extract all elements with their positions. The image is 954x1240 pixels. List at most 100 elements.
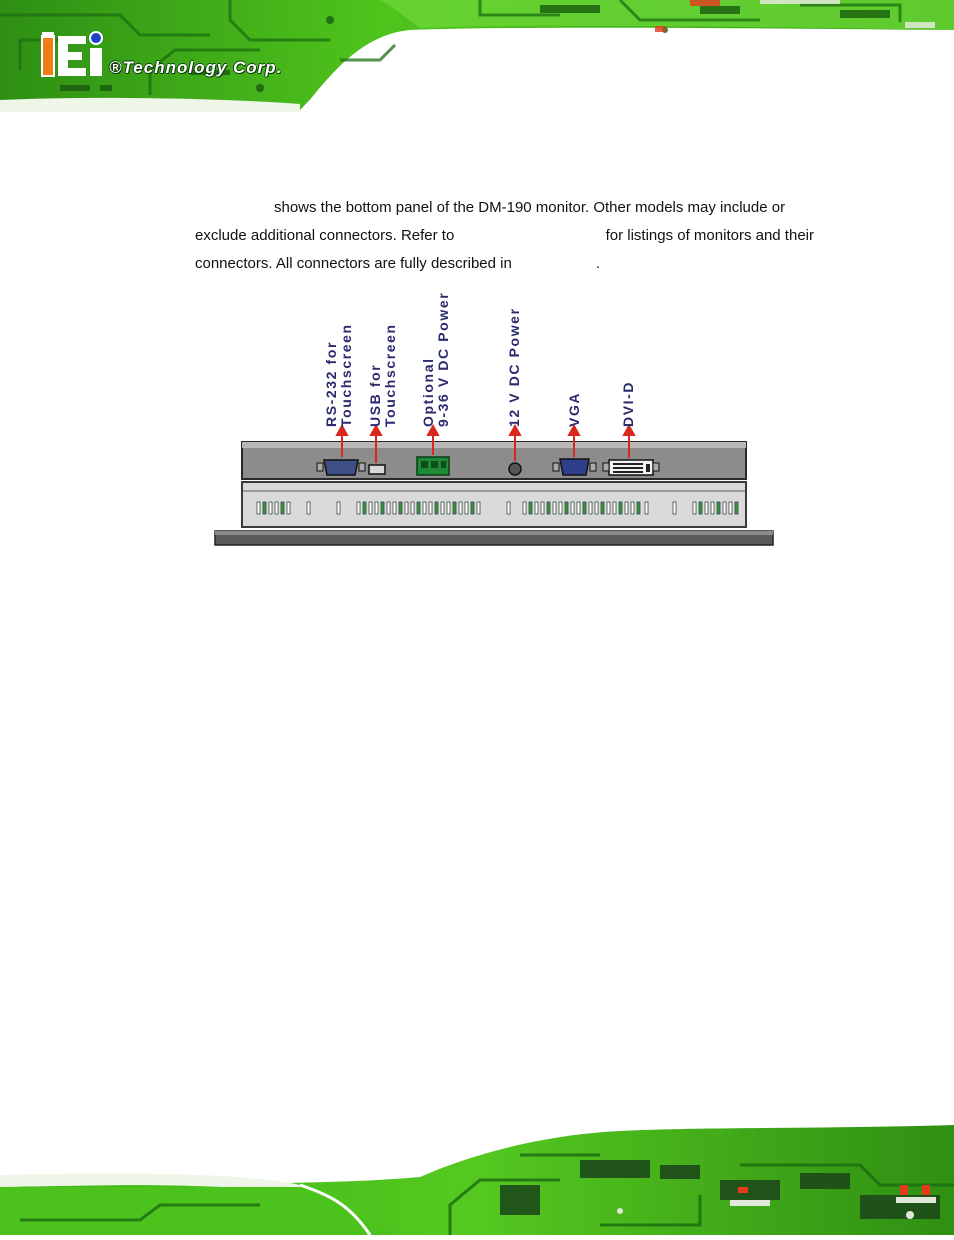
paragraph-line-1: shows the bottom panel of the DM-190 mon… [195, 194, 814, 222]
paragraph-text: for listings of monitors and their [605, 227, 814, 244]
paragraph-line-3: connectors. All connectors are fully des… [195, 250, 814, 278]
vent-slot [476, 501, 481, 515]
vent-slot [374, 501, 379, 515]
vent-slot [286, 501, 291, 515]
vent-slot [630, 501, 635, 515]
label-12v-power: 12 V DC Power [506, 307, 522, 427]
vga-connector [552, 458, 597, 476]
vent-slot [256, 501, 261, 515]
vent-slot [570, 501, 575, 515]
label-dvi: DVI-D [620, 380, 636, 427]
vent-slot [528, 501, 533, 515]
label-line: 12 V DC Power [506, 307, 522, 427]
vent-slot [274, 501, 279, 515]
vent-slot [336, 501, 341, 515]
vent-slot [262, 501, 267, 515]
vent-slot [710, 501, 715, 515]
vent-slot [558, 501, 563, 515]
label-line: VGA [566, 391, 582, 427]
header-banner: ®Technology Corp. [0, 0, 954, 115]
vent-slot [618, 501, 623, 515]
body-paragraph: shows the bottom panel of the DM-190 mon… [195, 194, 814, 278]
vent-slot [612, 501, 617, 515]
label-usb: USB for Touchscreen [367, 323, 398, 427]
label-line: RS-232 for [323, 340, 339, 427]
vent-slot [728, 501, 733, 515]
pcb-footer-graphic [0, 1125, 954, 1236]
paragraph-text: shows the bottom panel of the DM-190 mon… [274, 199, 786, 216]
vent-slot [464, 501, 469, 515]
paragraph-text: . [595, 255, 601, 272]
vent-slot [434, 501, 439, 515]
vent-slot [716, 501, 721, 515]
vent-slot [600, 501, 605, 515]
pcb-header-graphic [0, 0, 954, 113]
logo-wordmark: ®Technology Corp. [109, 58, 283, 77]
vent-slot [368, 501, 373, 515]
vent-slot [268, 501, 273, 515]
paragraph-text: exclude additional connectors. Refer to [195, 227, 455, 244]
label-line: USB for [367, 363, 383, 427]
monitor-bottom-panel-image [214, 423, 774, 546]
label-rs232: RS-232 for Touchscreen [323, 323, 354, 427]
vent-slot [422, 501, 427, 515]
vent-slot [576, 501, 581, 515]
vent-slot [546, 501, 551, 515]
vent-slot [540, 501, 545, 515]
vent-slot [552, 501, 557, 515]
vent-slot [428, 501, 433, 515]
vent-slot [470, 501, 475, 515]
vent-slot [564, 501, 569, 515]
vent-slot [624, 501, 629, 515]
vent-slot [416, 501, 421, 515]
vent-slot [440, 501, 445, 515]
vent-slot [452, 501, 457, 515]
vent-slot [588, 501, 593, 515]
label-line: Touchscreen [382, 323, 398, 427]
vent-slot [458, 501, 463, 515]
vent-slot [606, 501, 611, 515]
iei-logo: ®Technology Corp. [38, 30, 298, 85]
label-line: Optional [420, 357, 436, 427]
usb-connector [368, 464, 386, 475]
vent-slot [734, 501, 739, 515]
vent-slot [594, 501, 599, 515]
paragraph-line-2: exclude additional connectors. Refer to … [195, 222, 814, 250]
iei-logo-mark [41, 31, 103, 77]
vent-slot [636, 501, 641, 515]
vent-slot [692, 501, 697, 515]
vent-slot [672, 501, 677, 515]
terminal-block-connector [416, 456, 450, 476]
footer-banner [0, 1125, 954, 1236]
label-line: Touchscreen [338, 323, 354, 427]
vent-slot [522, 501, 527, 515]
vent-slot [698, 501, 703, 515]
vent-slot [362, 501, 367, 515]
vent-slot [280, 501, 285, 515]
vent-slot [356, 501, 361, 515]
vent-slot [392, 501, 397, 515]
vent-slot [410, 501, 415, 515]
dc-jack-connector [508, 462, 522, 476]
label-line: DVI-D [620, 380, 636, 427]
vent-slot [386, 501, 391, 515]
vent-slot [534, 501, 539, 515]
vent-slot [398, 501, 403, 515]
vent-slot [582, 501, 587, 515]
vent-slot [704, 501, 709, 515]
label-vga: VGA [566, 391, 582, 427]
vent-slot [722, 501, 727, 515]
paragraph-text: connectors. All connectors are fully des… [195, 255, 512, 272]
vent-slot [506, 501, 511, 515]
label-optional-power: Optional 9-36 V DC Power [420, 291, 451, 427]
dvi-connector [602, 459, 660, 476]
label-line: 9-36 V DC Power [435, 291, 451, 427]
vent-slot [446, 501, 451, 515]
vent-slot [306, 501, 311, 515]
callout-arrows [335, 423, 636, 463]
vent-slot [644, 501, 649, 515]
bottom-panel-figure: RS-232 for Touchscreen USB for Touchscre… [205, 291, 785, 555]
vent-slot [380, 501, 385, 515]
rs232-connector [316, 459, 366, 476]
vent-slot [404, 501, 409, 515]
